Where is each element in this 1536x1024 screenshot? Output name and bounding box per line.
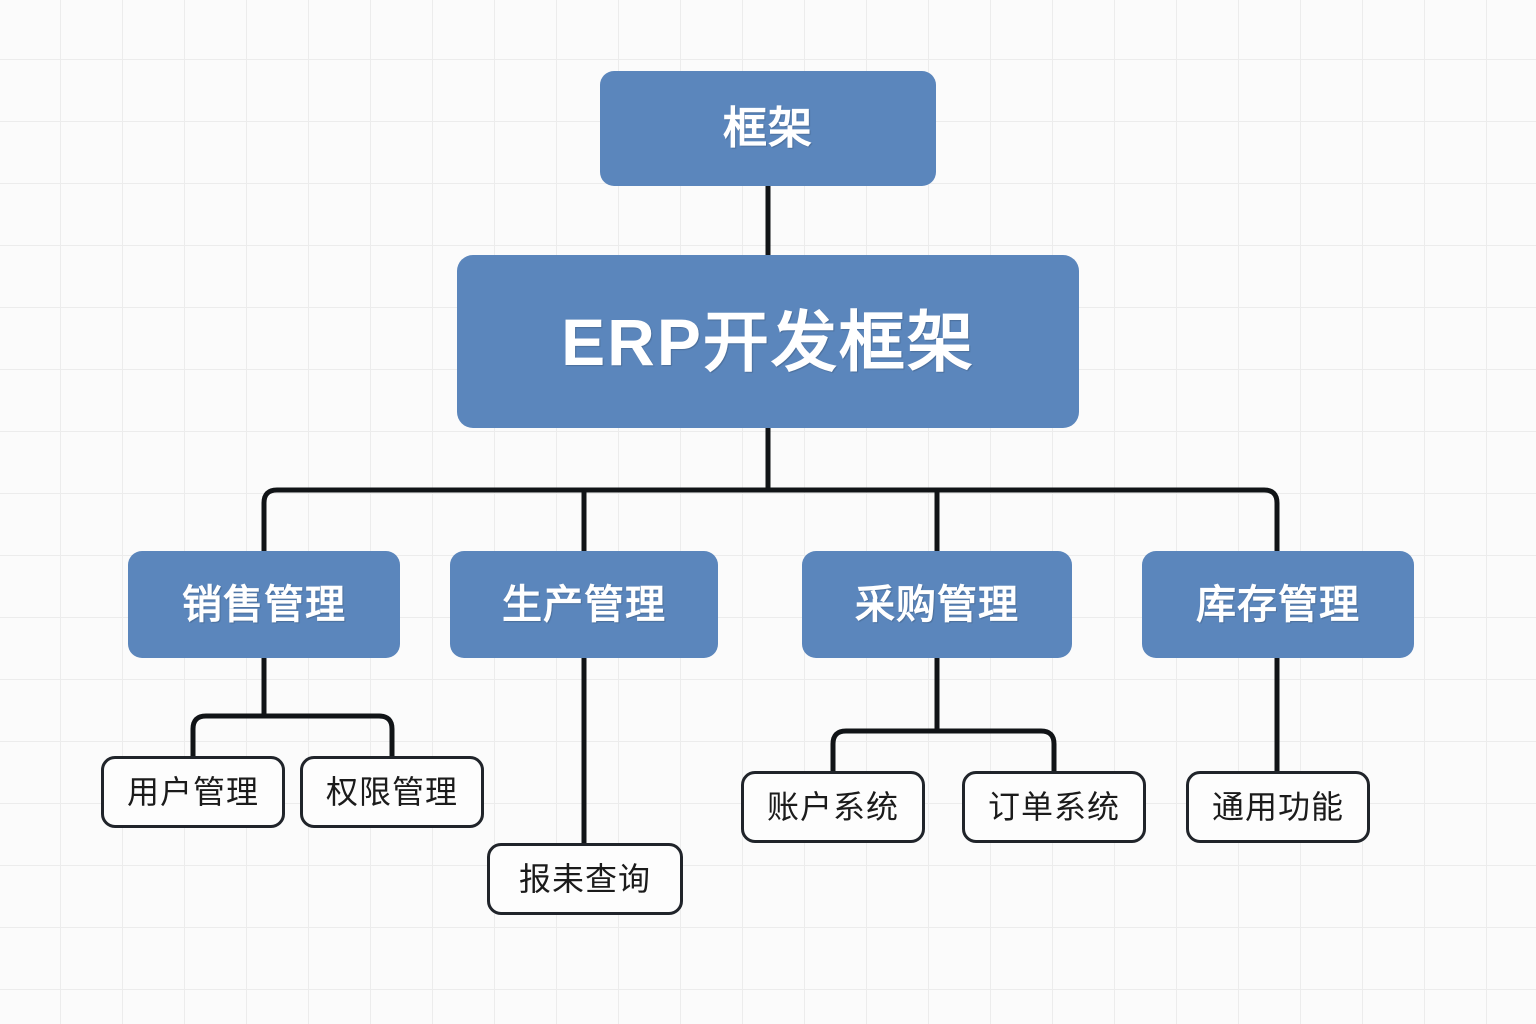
node-inventory-management[interactable]: 库存管理 [1142, 551, 1414, 658]
node-user-management[interactable]: 用户管理 [101, 756, 285, 828]
node-sales-management[interactable]: 销售管理 [128, 551, 400, 658]
node-production-management[interactable]: 生产管理 [450, 551, 718, 658]
node-report-query[interactable]: 报耒查询 [487, 843, 683, 915]
node-erp-development-framework[interactable]: ERP开发框架 [457, 255, 1079, 428]
edge-bus-prod [581, 487, 768, 551]
edge-purch-order [937, 728, 1057, 771]
node-account-system[interactable]: 账户系统 [741, 771, 925, 843]
node-permission-management[interactable]: 权限管理 [300, 756, 484, 828]
edge-bus-left [261, 487, 768, 551]
node-common-function[interactable]: 通用功能 [1186, 771, 1370, 843]
node-order-system[interactable]: 订单系统 [962, 771, 1146, 843]
edge-sales-user [190, 713, 264, 756]
edge-sales-perm [264, 713, 395, 756]
edge-bus-purch [768, 487, 940, 551]
edge-purch-account [830, 728, 937, 771]
edge-bus-right [768, 487, 1280, 551]
node-purchasing-management[interactable]: 采购管理 [802, 551, 1072, 658]
node-root-framework[interactable]: 框架 [600, 71, 936, 186]
